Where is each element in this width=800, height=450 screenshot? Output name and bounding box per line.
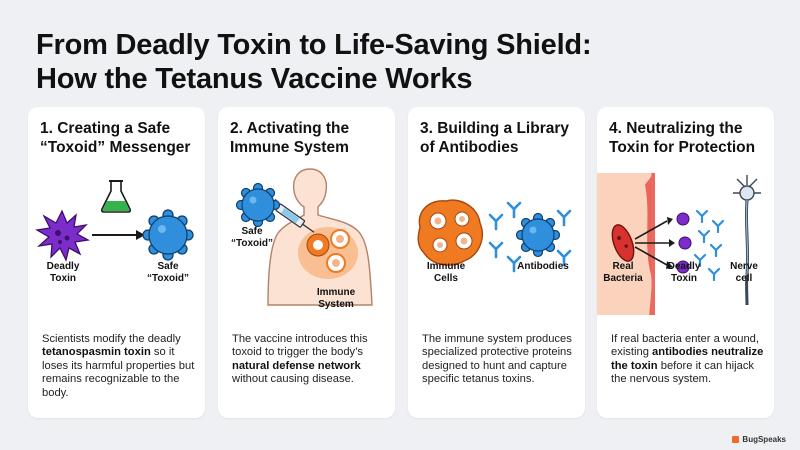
immune-cells-label-line-2: Cells: [434, 273, 458, 284]
immune-system-label-line-2: System: [318, 299, 354, 310]
toxin-icon: [676, 212, 692, 274]
brand-name: BugSpeaks: [742, 435, 786, 444]
step-4-desc-text: If real bacteria enter a wound, existing: [611, 333, 760, 359]
step-1-desc-text: Scientists modify the deadly: [42, 333, 181, 345]
immune-system-icon: [298, 227, 358, 279]
immune-system-label: Immune System: [301, 287, 371, 311]
antibody-icon: [693, 209, 725, 282]
step-3-description: The immune system produces specialized p…: [422, 333, 578, 387]
safe-toxoid-icon: [142, 209, 194, 261]
immune-cells-label: Immune Cells: [411, 261, 481, 285]
step-card-4: 4. Neutralizing the Toxin for Protection: [597, 107, 774, 418]
step-4-title-line-2: Toxin for Protection: [609, 139, 756, 156]
toxin-antigen-icon: [515, 212, 561, 258]
deadly-toxin-label: Deadly Toxin: [649, 261, 719, 285]
step-2-desc-text: The vaccine introduces this toxoid to tr…: [232, 333, 368, 359]
deadly-toxin-label-line-2: Toxin: [50, 273, 76, 284]
nerve-cell-label-line-1: Nerve: [730, 261, 758, 272]
title-line-2: How the Tetanus Vaccine Works: [36, 63, 473, 95]
step-1-svg: [35, 180, 194, 262]
step-2-title: 2. Activating the Immune System: [230, 119, 390, 157]
step-card-2: 2. Activating the Immune System: [218, 107, 395, 418]
antibodies-label-text: Antibodies: [517, 261, 569, 272]
step-1-title: 1. Creating a Safe “Toxoid” Messenger: [40, 119, 200, 157]
step-1-illustration: [28, 165, 205, 315]
immune-system-label-line-1: Immune: [316, 287, 356, 298]
step-4-illustration: [597, 165, 774, 315]
step-2-title-line-2: Immune System: [230, 139, 349, 156]
step-3-svg: [417, 199, 572, 273]
deadly-toxin-label-line-2: Toxin: [671, 273, 697, 284]
step-1-desc-bold: tetanospasmin toxin: [42, 346, 151, 359]
safe-toxoid-label-line-1: Safe: [241, 226, 263, 237]
step-4-desc-bold: antibodies neutralize the toxin: [611, 346, 764, 372]
step-3-title-line-2: of Antibodies: [420, 139, 519, 156]
step-4-description: If real bacteria enter a wound, existing…: [611, 333, 767, 387]
nerve-cell-icon: [733, 175, 761, 306]
step-2-description: The vaccine introduces this toxoid to tr…: [232, 333, 388, 387]
step-3-illustration: [408, 165, 585, 315]
safe-toxoid-label-line-1: Safe: [157, 261, 179, 272]
brand-logo: BugSpeaks: [732, 435, 786, 444]
step-4-desc-text-end: before it can hijack the nervous system.: [611, 359, 755, 386]
page-title: From Deadly Toxin to Life-Saving Shield:…: [36, 28, 756, 96]
step-1-desc-text-end: so it loses its harmful properties but r…: [42, 346, 195, 399]
step-2-svg: [235, 168, 373, 306]
step-2-illustration: [218, 165, 395, 315]
step-2-desc-text-end: without causing disease.: [232, 373, 354, 386]
brand-mark-icon: [732, 436, 740, 443]
immune-cells-label-line-1: Immune: [426, 261, 466, 272]
real-bacteria-label: Real Bacteria: [597, 261, 653, 285]
safe-toxoid-label-line-2: “Toxoid”: [230, 238, 274, 249]
step-1-title-line-1: 1. Creating a Safe: [40, 120, 171, 137]
flask-icon: [100, 180, 132, 213]
step-3-desc-text: The immune system produces specialized p…: [422, 333, 572, 386]
step-4-title: 4. Neutralizing the Toxin for Protection: [609, 119, 769, 157]
step-card-3: 3. Building a Library of Antibodies: [408, 107, 585, 418]
arrow-right-icon: [92, 230, 145, 240]
step-card-1: 1. Creating a Safe “Toxoid” Messenger: [28, 107, 205, 418]
step-4-title-line-1: 4. Neutralizing the: [609, 120, 743, 137]
title-line-1: From Deadly Toxin to Life-Saving Shield:: [36, 29, 592, 61]
step-2-title-line-1: 2. Activating the: [230, 120, 350, 137]
real-bacteria-label-line-1: Real: [612, 261, 634, 272]
step-2-desc-bold: natural defense network: [232, 359, 361, 372]
deadly-toxin-label-line-1: Deadly: [46, 261, 80, 272]
arrows-icon: [634, 217, 675, 269]
step-3-title-line-1: 3. Building a Library: [420, 120, 569, 137]
step-1-description: Scientists modify the deadly tetanospasm…: [42, 333, 198, 400]
deadly-toxin-label-line-1: Deadly: [667, 261, 701, 272]
deadly-toxin-icon: [35, 209, 90, 262]
step-4-svg: [597, 173, 761, 315]
deadly-toxin-label: Deadly Toxin: [28, 261, 98, 285]
real-bacteria-label-line-2: Bacteria: [603, 273, 643, 284]
bacteria-icon: [611, 224, 635, 262]
antibody-icon: [488, 201, 572, 273]
safe-toxoid-icon: [235, 182, 281, 228]
step-3-title: 3. Building a Library of Antibodies: [420, 119, 580, 157]
antibodies-label: Antibodies: [508, 261, 578, 273]
nerve-cell-label: Nerve cell: [709, 261, 774, 285]
safe-toxoid-label: Safe “Toxoid”: [222, 226, 282, 250]
nerve-cell-label-line-2: cell: [735, 273, 753, 284]
safe-toxoid-label-line-2: “Toxoid”: [146, 273, 190, 284]
safe-toxoid-label: Safe “Toxoid”: [133, 261, 203, 285]
step-1-title-line-2: “Toxoid” Messenger: [40, 139, 191, 156]
immune-cell-icon: [417, 199, 483, 266]
